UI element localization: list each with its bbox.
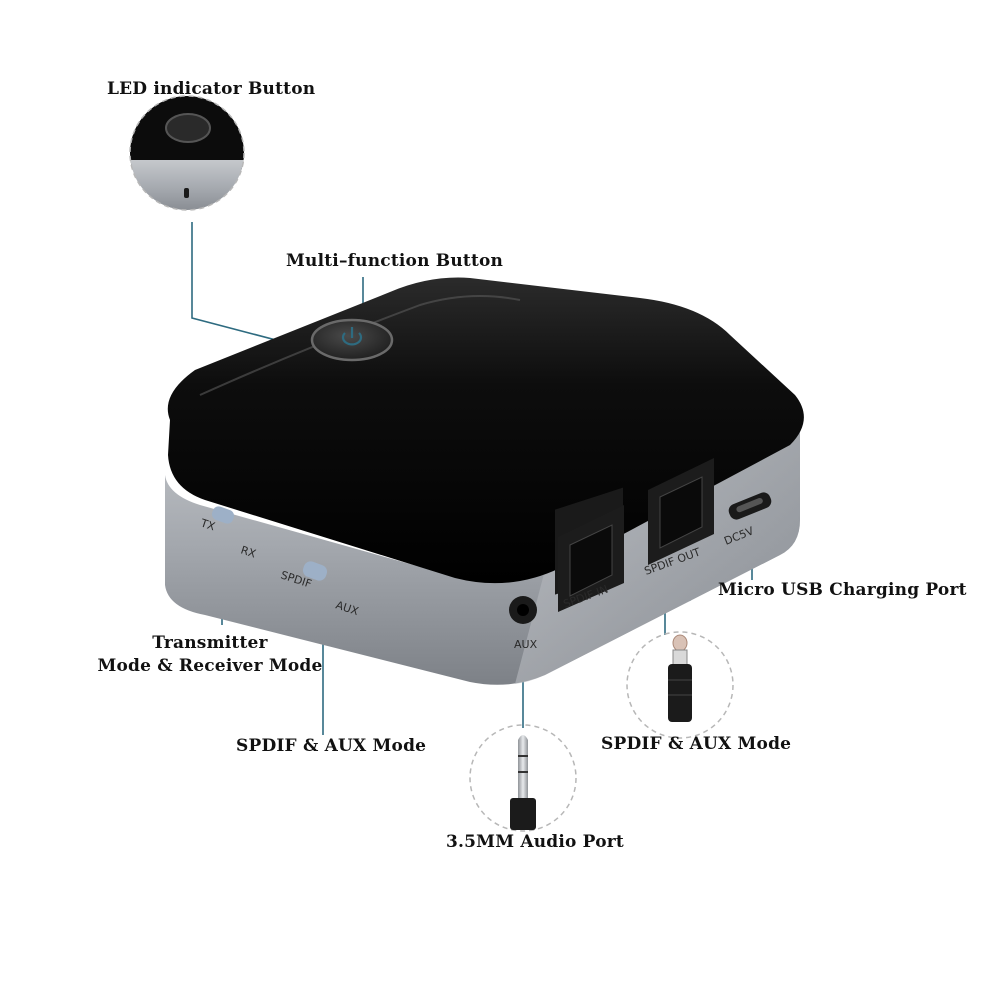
transmitter-line-1: Transmitter xyxy=(152,633,268,653)
multi-function-callout: Multi–function Button xyxy=(286,251,504,271)
ports: AUX SPDIF IN SPDIF OUT DC5V xyxy=(509,458,772,651)
aux-jack-label: AUX xyxy=(514,638,538,651)
spdif-aux-left-callout: SPDIF & AUX Mode xyxy=(236,736,427,756)
transmitter-mode-callout: Transmitter Mode & Receiver Mode xyxy=(90,632,330,678)
power-icon xyxy=(341,327,363,346)
device-body xyxy=(165,277,804,685)
led-indicator-callout: LED indicator Button xyxy=(107,79,316,99)
optical-plug-inset xyxy=(626,631,734,739)
led-zoom-inset xyxy=(129,95,245,211)
spdif-aux-right-callout: SPDIF & AUX Mode xyxy=(601,734,792,754)
micro-usb-callout: Micro USB Charging Port xyxy=(718,580,967,600)
tx-label: TX xyxy=(198,516,217,533)
audio-plug-inset xyxy=(469,724,577,832)
rx-label: RX xyxy=(239,543,258,560)
audio-port-callout: 3.5MM Audio Port xyxy=(446,832,624,852)
transmitter-line-2: Mode & Receiver Mode xyxy=(97,656,323,676)
